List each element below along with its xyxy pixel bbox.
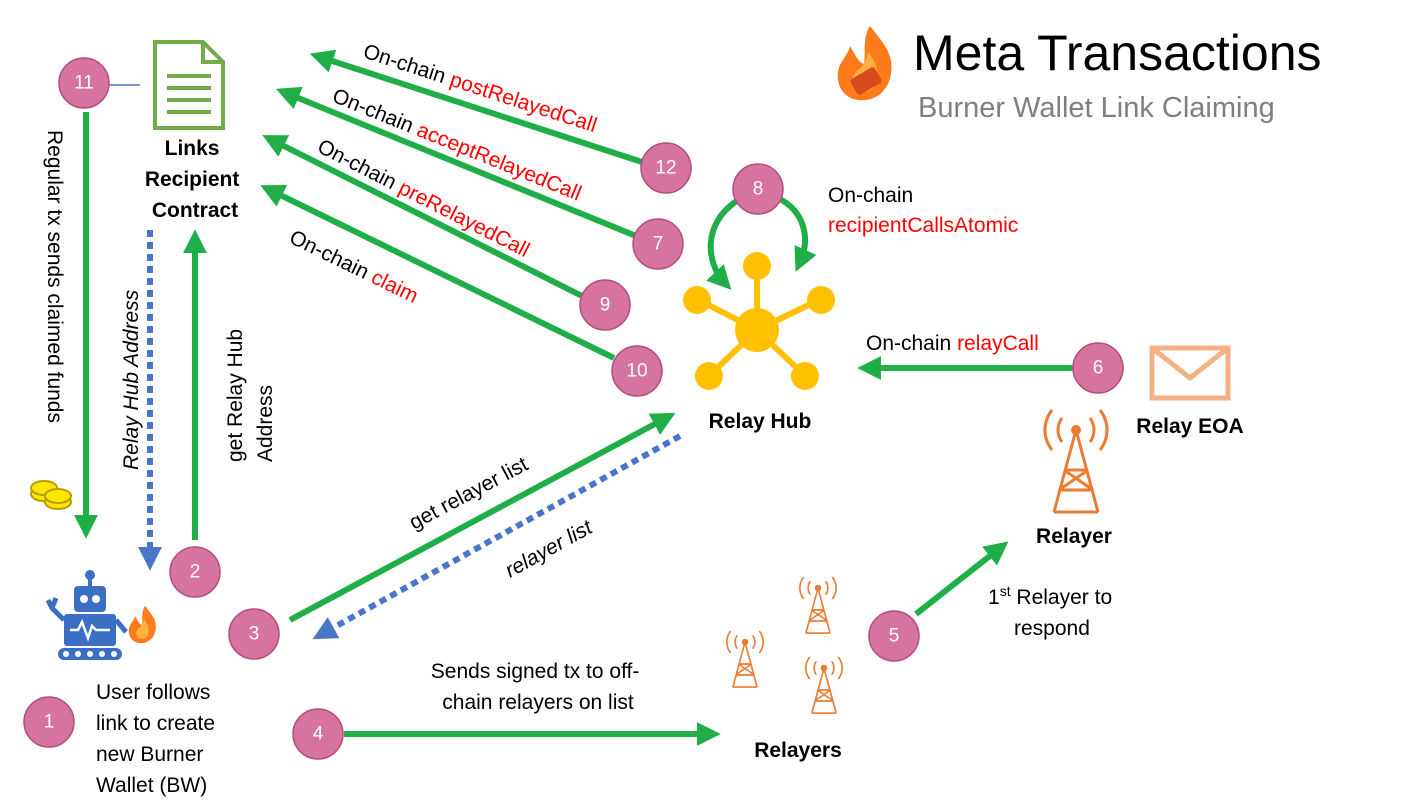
label-get-relay-hub: get Relay Hub Address [224, 323, 277, 462]
step-12-badge: 12 [640, 142, 692, 194]
svg-text:3: 3 [249, 624, 260, 645]
svg-text:5: 5 [889, 626, 900, 647]
step-9-badge: 9 [579, 279, 631, 331]
envelope-icon [1149, 345, 1231, 401]
hub-icon [683, 252, 835, 390]
tower-icon [805, 656, 843, 714]
step-1-badge: 1 [23, 696, 75, 748]
arrow-get-relayer-list [288, 412, 676, 623]
robot-icon [45, 570, 128, 660]
label-user-follows: User follows link to create new Burner W… [96, 681, 221, 797]
arrow-post-relayed-call [309, 49, 643, 165]
label-relay-hub-address: Relay Hub Address [120, 289, 143, 470]
document-icon [153, 40, 225, 130]
svg-text:7: 7 [653, 234, 664, 255]
coins-icon [30, 480, 72, 510]
step-2-badge: 2 [169, 546, 221, 598]
arrow-accept-relayed-call [276, 86, 638, 239]
step-7-badge: 7 [632, 218, 684, 270]
svg-text:8: 8 [753, 179, 764, 200]
page-subtitle: Burner Wallet Link Claiming [918, 92, 1275, 124]
step-6-badge: 6 [1072, 342, 1124, 394]
step-3-badge: 3 [228, 608, 280, 660]
svg-text:9: 9 [600, 295, 611, 316]
label-recipient-calls-atomic: On-chain recipientCallsAtomic [828, 184, 1018, 237]
svg-text:4: 4 [313, 724, 324, 745]
arrow-first-relayer [914, 541, 1009, 617]
label-regular-tx: Regular tx sends claimed funds [43, 130, 66, 423]
relay-hub-label: Relay Hub [709, 410, 812, 433]
relayers-label: Relayers [754, 739, 842, 762]
step-4-badge: 4 [292, 708, 344, 760]
svg-text:1: 1 [44, 712, 55, 733]
step-10-badge: 10 [611, 345, 663, 397]
tower-icon [799, 576, 837, 634]
svg-text:2: 2 [190, 562, 201, 583]
tower-icon [726, 630, 764, 688]
tower-icon [1043, 409, 1109, 514]
label-relayer-list: relayer list [501, 515, 597, 582]
step-8-badge: 8 [732, 163, 784, 215]
relay-eoa-label: Relay EOA [1136, 415, 1243, 438]
title-flame-icon [837, 26, 892, 101]
arrow-relayer-list [312, 433, 682, 640]
label-first-relayer: 1st Relayer to respond [988, 583, 1118, 640]
relay-hub-loop [706, 195, 817, 290]
flame-icon [128, 606, 156, 644]
page-title: Meta Transactions [913, 25, 1322, 81]
label-sends-signed-tx: Sends signed tx to off- chain relayers o… [431, 660, 645, 714]
arrow-claim [260, 185, 616, 361]
label-claim: On-chain claim [286, 226, 422, 308]
svg-text:6: 6 [1093, 358, 1104, 379]
svg-text:11: 11 [74, 73, 94, 94]
arrow-pre-relayed-call [262, 135, 584, 299]
label-relay-call: On-chain relayCall [866, 332, 1039, 355]
step-11-badge: 11 [58, 57, 110, 109]
svg-text:12: 12 [655, 158, 676, 179]
svg-text:10: 10 [626, 361, 647, 382]
step-5-badge: 5 [868, 610, 920, 662]
contract-label: Links Recipient Contract [145, 137, 245, 222]
relayer-label: Relayer [1036, 525, 1112, 548]
